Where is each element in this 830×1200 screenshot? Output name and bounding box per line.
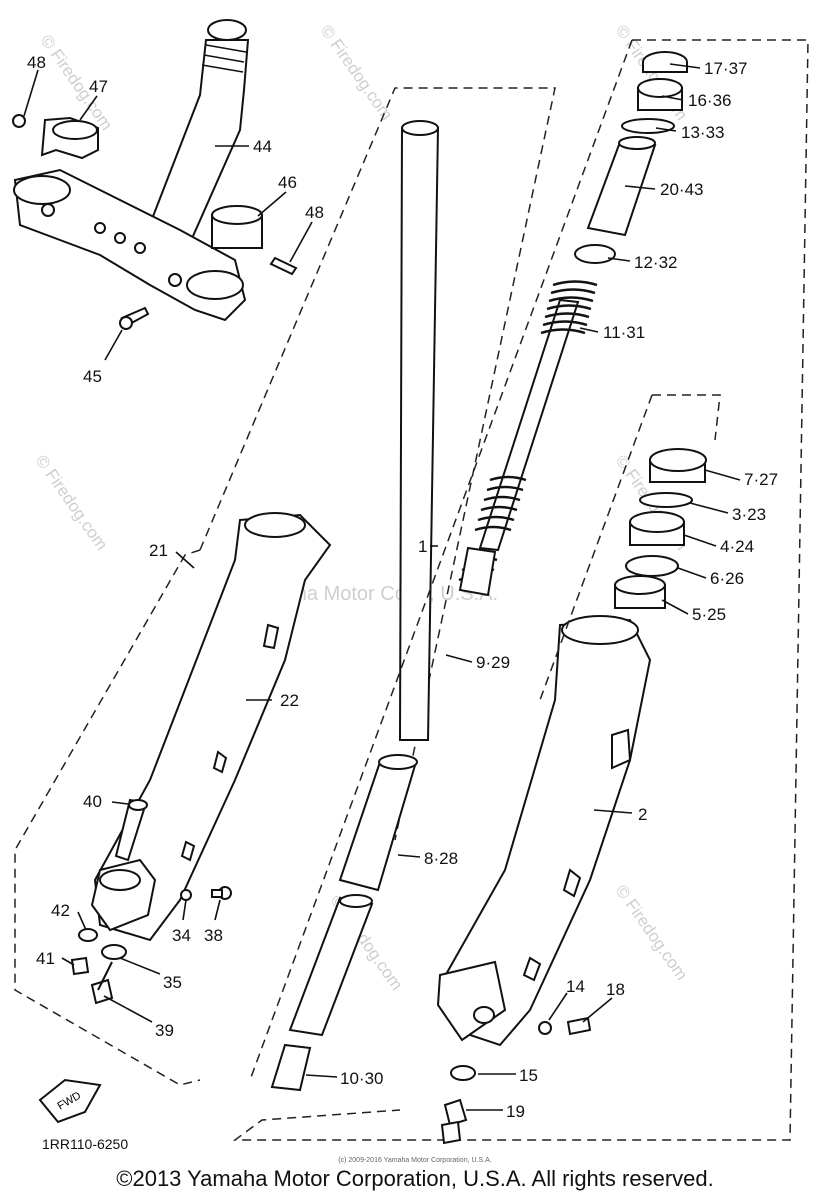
callout-6-26: 6·26	[710, 569, 744, 588]
callout-20-43: 20·43	[660, 180, 703, 199]
callout-1: 1	[418, 537, 427, 556]
callout-12-32: 12·32	[634, 253, 677, 272]
callout-40: 40	[83, 792, 102, 811]
callout-35: 35	[163, 973, 182, 992]
watermark-center-company: Yamaha Motor Corp., U.S.A.	[245, 583, 498, 605]
callout-7-27: 7·27	[744, 470, 778, 489]
callout-21: 21	[149, 541, 168, 560]
callout-39: 39	[155, 1021, 174, 1040]
damper-rod	[458, 280, 598, 597]
callout-13-33: 13·33	[681, 123, 724, 142]
callout-8-28: 8·28	[424, 849, 458, 868]
watermark-top-center: © Firedog.com	[317, 21, 397, 123]
right-outer-tube	[436, 615, 652, 1145]
small-copyright: (c) 2009-2016 Yamaha Motor Corporation, …	[338, 1157, 492, 1164]
callout-48-top: 48	[27, 53, 46, 72]
callout-9-29: 9·29	[476, 653, 510, 672]
callout-22: 22	[280, 691, 299, 710]
callout-16-36: 16·36	[688, 91, 731, 110]
callout-19: 19	[506, 1102, 525, 1121]
inner-fork-tube	[270, 120, 440, 1092]
watermark-low-right: © Firedog.com	[612, 881, 692, 983]
callout-3-23: 3·23	[732, 505, 766, 524]
fwd-arrow: FWD	[38, 1078, 102, 1124]
callout-17-37: 17·37	[704, 59, 747, 78]
callout-10-30: 10·30	[340, 1069, 383, 1088]
leader-lines	[23, 63, 741, 1111]
callout-41: 41	[36, 949, 55, 968]
left-outer-tube	[70, 512, 332, 1005]
watermark-mid-left: © Firedog.com	[32, 451, 112, 553]
seal-bracket-outline	[652, 394, 721, 441]
callout-15: 15	[519, 1066, 538, 1085]
callout-2: 2	[638, 805, 647, 824]
callout-5-25: 5·25	[692, 605, 726, 624]
callout-4-24: 4·24	[720, 537, 754, 556]
callout-38: 38	[204, 926, 223, 945]
callout-47: 47	[89, 77, 108, 96]
right-seal-stack	[614, 448, 707, 609]
callout-labels: 17·37 16·36 13·33 20·43 12·32 11·31 7·27…	[27, 53, 778, 1121]
callout-46: 46	[278, 173, 297, 192]
copyright-notice: ©2013 Yamaha Motor Corporation, U.S.A. A…	[116, 1166, 714, 1191]
callout-14: 14	[566, 977, 585, 996]
right-leg-boundary	[232, 39, 809, 1141]
callout-18: 18	[606, 980, 625, 999]
callout-42: 42	[51, 901, 70, 920]
top-cap-stack	[574, 51, 688, 264]
diagram-code: 1RR110-6250	[42, 1136, 129, 1152]
callout-48-right: 48	[305, 203, 324, 222]
left-leg-boundary	[14, 549, 201, 1086]
callout-45: 45	[83, 367, 102, 386]
steering-stem-assembly	[12, 19, 298, 330]
callout-34: 34	[172, 926, 191, 945]
callout-11-31: 11·31	[603, 323, 645, 342]
callout-44: 44	[253, 137, 272, 156]
seal-bracket-outline-left	[539, 394, 653, 701]
right-leg-boundary-left	[249, 39, 633, 1081]
